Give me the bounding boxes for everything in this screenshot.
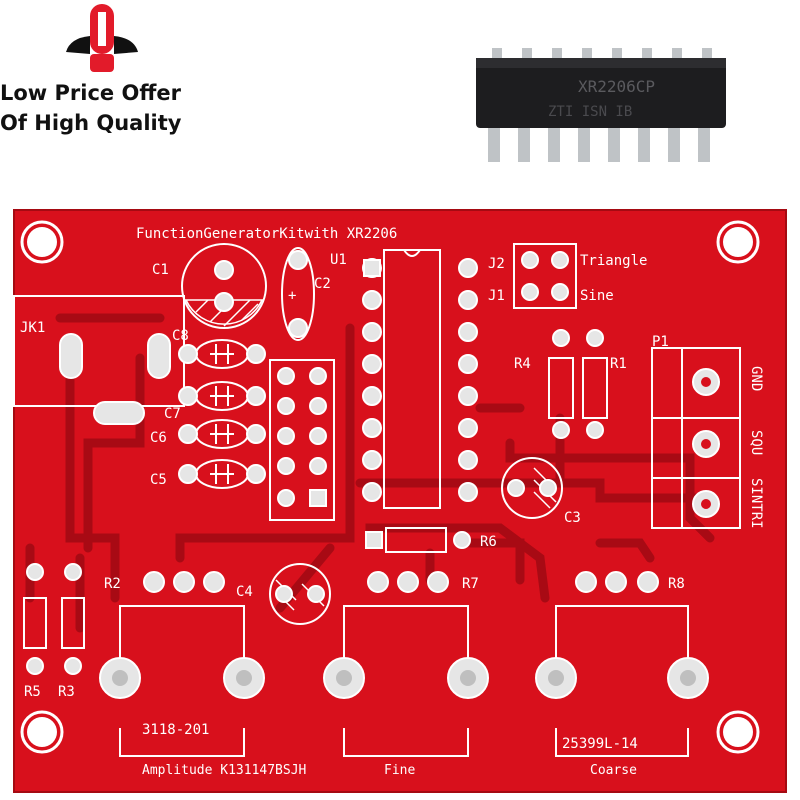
- label-r4: R4: [514, 356, 531, 372]
- label-j2: J2: [488, 256, 505, 272]
- label-u1: U1: [330, 252, 347, 268]
- label-sine: Sine: [580, 288, 614, 304]
- label-jk1: JK1: [20, 320, 45, 336]
- chip-marking-2: ZTI ISN IB: [548, 104, 632, 120]
- label-r5: R5: [24, 684, 41, 700]
- label-c7: C7: [164, 406, 181, 422]
- chip-marking-1: XR2206CP: [578, 77, 655, 96]
- label-c2: C2: [314, 276, 331, 292]
- label-c5: C5: [150, 472, 167, 488]
- label-amplitude: Amplitude K131147BSJH: [142, 763, 306, 778]
- promo-line-2: Of High Quality: [0, 111, 182, 135]
- label-c8: C8: [172, 328, 189, 344]
- label-squ: SQU: [748, 430, 764, 455]
- label-j1: J1: [488, 288, 505, 304]
- label-gnd: GND: [748, 366, 764, 391]
- label-r8: R8: [668, 576, 685, 592]
- label-r7: R7: [462, 576, 479, 592]
- label-fine: Fine: [384, 763, 415, 778]
- label-c4: C4: [236, 584, 253, 600]
- label-r2: R2: [104, 576, 121, 592]
- label-p1: P1: [652, 334, 669, 350]
- svg-text:+: +: [288, 288, 296, 304]
- label-pot-coarse-part: 25399L-14: [562, 736, 638, 752]
- label-sin-tri: SINTRI: [748, 478, 764, 529]
- brand-logo-icon: [66, 4, 138, 72]
- label-triangle: Triangle: [580, 253, 647, 269]
- pcb-board: +: [13, 209, 787, 793]
- label-r3: R3: [58, 684, 75, 700]
- promo-text: Low Price Offer Of High Quality: [0, 78, 230, 138]
- label-r1: R1: [610, 356, 627, 372]
- promo-line-1: Low Price Offer: [0, 81, 181, 105]
- board-title: FunctionGeneratorKitwith XR2206: [136, 226, 397, 242]
- label-r6: R6: [480, 534, 497, 550]
- label-c1: C1: [152, 262, 169, 278]
- label-pot-amplitude-part: 3118-201: [142, 722, 209, 738]
- label-c3: C3: [564, 510, 581, 526]
- xr2206-chip-image: XR2206CP ZTI ISN IB: [476, 48, 726, 162]
- label-coarse: Coarse: [590, 763, 637, 778]
- label-c6: C6: [150, 430, 167, 446]
